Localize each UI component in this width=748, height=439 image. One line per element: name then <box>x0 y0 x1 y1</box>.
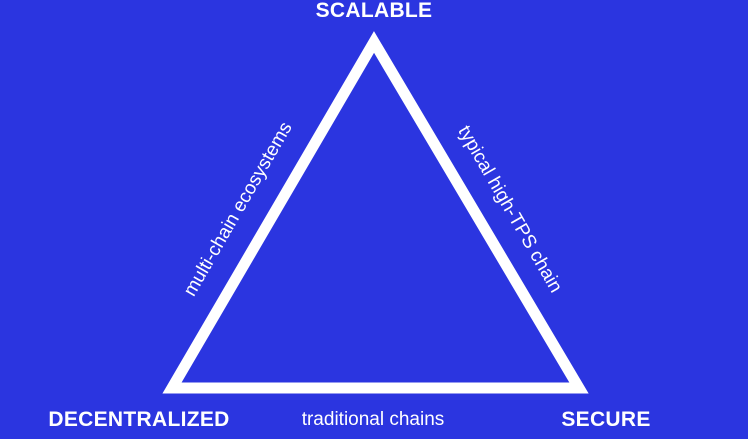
vertex-label-secure: SECURE <box>561 408 650 431</box>
vertex-label-decentralized: DECENTRALIZED <box>48 408 229 431</box>
trilemma-triangle <box>162 31 589 394</box>
edge-label-traditional: traditional chains <box>302 409 445 430</box>
vertex-label-scalable: SCALABLE <box>316 0 433 22</box>
